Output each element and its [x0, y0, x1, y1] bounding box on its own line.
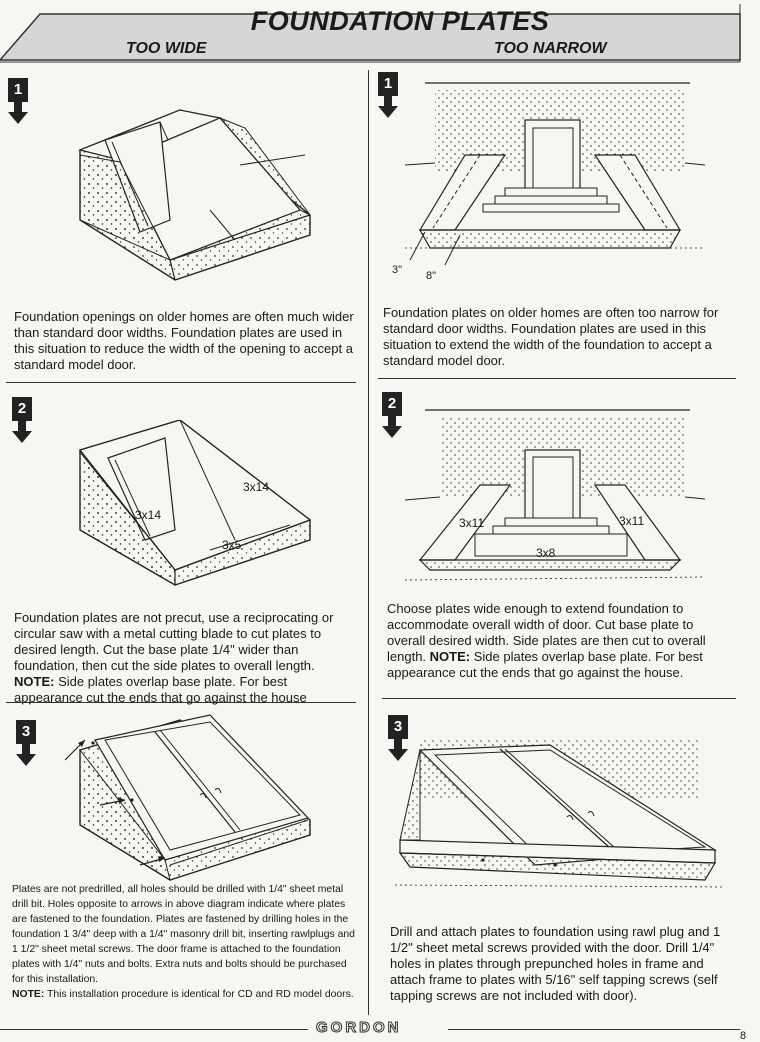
note-label: NOTE:	[429, 649, 471, 664]
page-number: 8	[740, 1030, 747, 1042]
narrow-foundation-illustration	[405, 82, 705, 266]
gordon-logo: GORDON	[316, 1019, 402, 1037]
row-divider-right-1	[378, 378, 736, 379]
step-number: 1	[8, 78, 28, 102]
arrow-down-icon	[382, 416, 402, 438]
note-label: NOTE:	[14, 674, 55, 689]
row-divider-left-1	[6, 382, 356, 383]
too-narrow-step2-main: Choose plates wide enough to extend foun…	[387, 601, 706, 664]
footer-rule-left	[0, 1029, 308, 1030]
step-marker-left-3: 3	[16, 720, 36, 766]
step-number: 3	[16, 720, 36, 744]
page-title: FOUNDATION PLATES	[250, 6, 550, 36]
too-wide-step3-note: This installation procedure is identical…	[44, 989, 354, 1000]
too-wide-step2-main: Foundation plates are not precut, use a …	[14, 610, 334, 673]
narrow-plates-illustration	[405, 409, 705, 581]
plate-label-right: 3x14	[243, 480, 270, 494]
too-narrow-step2-text: Choose plates wide enough to extend foun…	[387, 601, 732, 681]
arrow-down-icon	[8, 102, 28, 124]
step-marker-left-1: 1	[8, 78, 28, 124]
arrow-down-icon	[16, 744, 36, 766]
arrow-down-icon	[388, 739, 408, 761]
step-number: 2	[382, 392, 402, 416]
too-wide-step3-main: Plates are not predrilled, all holes sho…	[12, 884, 355, 985]
plate-label-base: 3x8	[536, 546, 556, 560]
dimension-label-8in: 8"	[426, 270, 437, 282]
step-number: 2	[12, 397, 32, 421]
too-narrow-step3-text: Drill and attach plates to foundation us…	[390, 924, 721, 1003]
row-divider-left-2	[6, 702, 356, 703]
too-narrow-heading: TOO NARROW	[494, 40, 607, 57]
column-divider	[368, 70, 369, 1015]
too-wide-step2-text: Foundation plates are not precut, use a …	[14, 610, 354, 706]
footer-rule-right	[448, 1029, 740, 1030]
plate-label-left: 3x14	[135, 508, 162, 522]
note-label: NOTE:	[12, 989, 45, 1000]
plate-label-base: 3x5	[222, 538, 242, 552]
row-divider-right-2	[382, 698, 736, 699]
arrow-down-icon	[12, 421, 32, 443]
too-wide-step2-note: Side plates overlap base plate. For best…	[14, 674, 307, 705]
step-marker-right-2: 2	[382, 392, 402, 438]
wide-plates-illustration	[78, 420, 312, 586]
wide-opening-illustration	[78, 109, 311, 281]
plate-label-left: 3x11	[459, 516, 485, 530]
step-number: 1	[378, 72, 398, 96]
too-wide-step3-text: Plates are not predrilled, all holes sho…	[12, 882, 360, 1002]
narrow-door-installed-illustration	[395, 740, 725, 888]
too-wide-step1-text: Foundation openings on older homes are o…	[14, 309, 354, 372]
step-marker-right-3: 3	[388, 715, 408, 761]
step-number: 3	[388, 715, 408, 739]
too-narrow-step2-note: Side plates overlap base plate. For best…	[387, 649, 703, 680]
wide-door-installed-illustration	[64, 714, 311, 882]
header-banner	[0, 4, 741, 63]
arrow-down-icon	[378, 96, 398, 118]
too-wide-heading: TOO WIDE	[126, 40, 207, 57]
step-marker-left-2: 2	[12, 397, 32, 443]
dimension-label-3in: 3"	[392, 264, 403, 276]
step-marker-right-1: 1	[378, 72, 398, 118]
too-narrow-step1-text: Foundation plates on older homes are oft…	[383, 305, 719, 368]
plate-label-right: 3x11	[619, 514, 645, 528]
